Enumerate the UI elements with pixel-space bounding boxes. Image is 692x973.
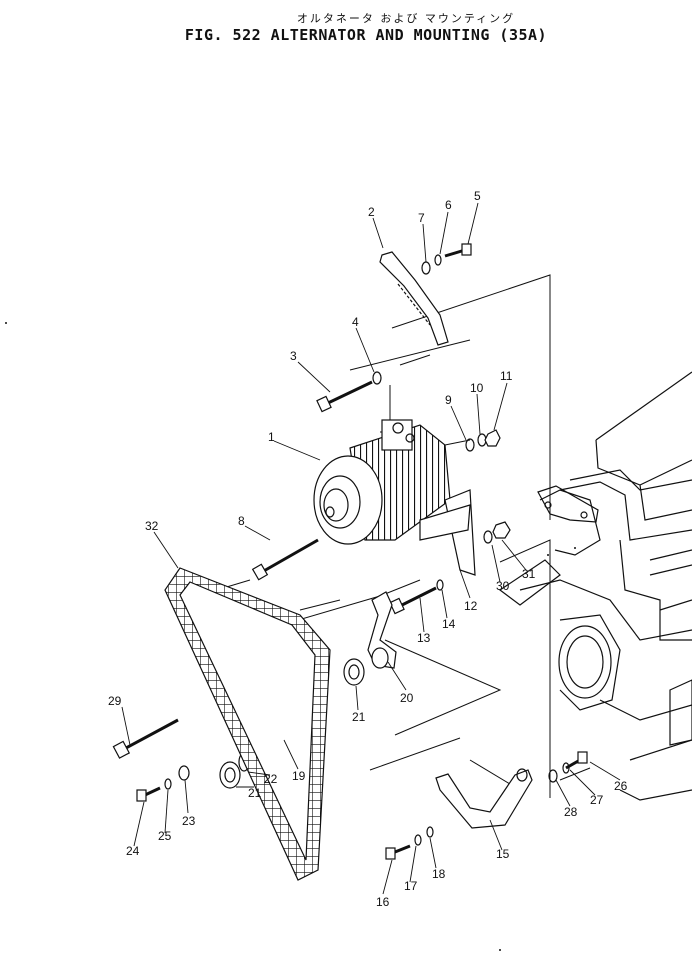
lower-bracket bbox=[435, 768, 533, 829]
callout-25: 25 bbox=[158, 829, 172, 843]
washer-18 bbox=[426, 826, 434, 838]
callout-23: 23 bbox=[182, 814, 196, 828]
washer-23 bbox=[178, 765, 190, 781]
callout-24: 24 bbox=[126, 844, 140, 858]
figure-title-japanese: オルタネータ および マウンティング bbox=[296, 12, 516, 25]
washer-28 bbox=[548, 769, 558, 783]
callout-30: 30 bbox=[496, 579, 510, 593]
washer-27 bbox=[562, 762, 570, 774]
callout-14: 14 bbox=[442, 617, 456, 631]
callout-7: 7 bbox=[418, 211, 425, 225]
callout-8: 8 bbox=[238, 514, 245, 528]
washer-4 bbox=[372, 371, 382, 385]
bolt-5 bbox=[444, 243, 472, 258]
callout-5: 5 bbox=[474, 189, 481, 203]
nut-31 bbox=[492, 521, 511, 539]
engine-mount-bracket bbox=[537, 485, 599, 523]
v-belt bbox=[164, 567, 331, 881]
washer-6 bbox=[434, 254, 442, 266]
callout-labels: 1 2 3 4 5 6 7 8 9 10 11 12 13 14 15 16 1… bbox=[108, 189, 628, 909]
scan-marks bbox=[5, 322, 576, 951]
callout-31: 31 bbox=[522, 567, 536, 581]
adjusting-bar bbox=[379, 251, 449, 346]
bolt-3 bbox=[316, 380, 373, 413]
callout-15: 15 bbox=[496, 847, 510, 861]
washer-9 bbox=[465, 438, 475, 452]
callout-19: 19 bbox=[292, 769, 306, 783]
callout-17: 17 bbox=[404, 879, 418, 893]
callout-13: 13 bbox=[417, 631, 431, 645]
idler-bracket bbox=[367, 591, 397, 669]
callout-2: 2 bbox=[368, 205, 375, 219]
engine-block bbox=[498, 371, 692, 801]
callout-28: 28 bbox=[564, 805, 578, 819]
bolt-24 bbox=[136, 786, 161, 802]
callout-1: 1 bbox=[268, 430, 275, 444]
callout-21-upper: 21 bbox=[352, 710, 366, 724]
callout-20: 20 bbox=[400, 691, 414, 705]
callout-27: 27 bbox=[590, 793, 604, 807]
callout-16: 16 bbox=[376, 895, 390, 909]
callout-32: 32 bbox=[145, 519, 159, 533]
washer-14 bbox=[436, 579, 444, 591]
callout-4: 4 bbox=[352, 315, 359, 329]
washer-17 bbox=[414, 834, 422, 846]
callout-22: 22 bbox=[264, 772, 278, 786]
washer-7 bbox=[421, 261, 431, 275]
bolt-16 bbox=[385, 844, 411, 860]
callout-21-lower: 21 bbox=[248, 786, 262, 800]
callout-6: 6 bbox=[445, 198, 452, 212]
callout-12: 12 bbox=[464, 599, 478, 613]
bolt-8 bbox=[251, 538, 319, 581]
callout-10: 10 bbox=[470, 381, 484, 395]
bolt-29 bbox=[112, 718, 179, 759]
bolt-26 bbox=[565, 751, 588, 770]
callout-26: 26 bbox=[614, 779, 628, 793]
bearing-21-lower bbox=[219, 761, 241, 789]
alternator bbox=[313, 419, 476, 576]
callout-leaders bbox=[121, 202, 621, 895]
callout-11: 11 bbox=[500, 369, 513, 383]
washer-30 bbox=[483, 530, 493, 544]
callout-29: 29 bbox=[108, 694, 122, 708]
nut-11 bbox=[484, 429, 501, 447]
callout-9: 9 bbox=[445, 393, 452, 407]
bolt-13 bbox=[389, 586, 437, 615]
washer-25 bbox=[164, 778, 172, 790]
callout-3: 3 bbox=[290, 349, 297, 363]
bearing-21-upper bbox=[343, 658, 365, 686]
figure-title: FIG. 522 ALTERNATOR AND MOUNTING (35A) bbox=[184, 26, 548, 44]
callout-18: 18 bbox=[432, 867, 446, 881]
